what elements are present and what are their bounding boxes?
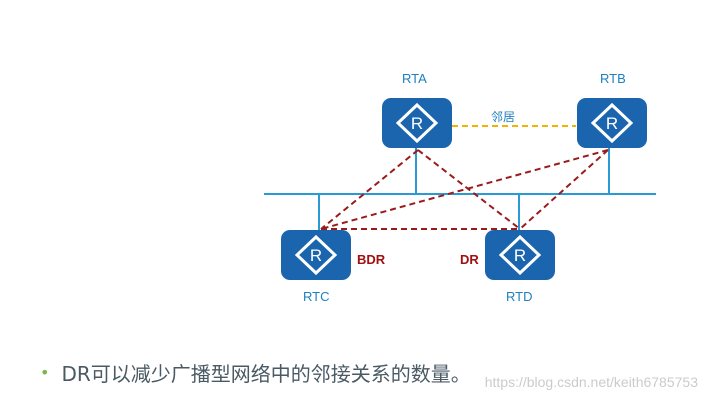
adjacency-rtb-rtc	[320, 149, 609, 230]
svg-text:R: R	[514, 246, 526, 265]
router-rtd-icon: R	[485, 230, 555, 280]
adjacency-rta-rtd	[417, 149, 521, 230]
router-rtb-label: RTB	[600, 71, 626, 86]
router-rtc-label: RTC	[303, 289, 330, 304]
adjacency-rta-rtc	[320, 149, 419, 230]
watermark: https://blog.csdn.net/keith6785753	[484, 374, 698, 390]
svg-text:R: R	[310, 246, 322, 265]
router-rta-label: RTA	[402, 71, 427, 86]
neighbor-label: 邻居	[491, 110, 516, 124]
router-rta-icon: R	[382, 98, 452, 148]
router-rtc-icon: R	[281, 230, 351, 280]
router-rtd-label: RTD	[506, 289, 533, 304]
rtc-role-bdr: BDR	[357, 252, 386, 267]
svg-text:R: R	[411, 114, 423, 133]
svg-text:R: R	[606, 114, 618, 133]
bullet-dot-icon: •	[40, 363, 50, 382]
bullet-item: • DR可以减少广播型网络中的邻接关系的数量。	[40, 358, 471, 387]
rtd-role-dr: DR	[460, 252, 479, 267]
router-rtb-icon: R	[577, 98, 647, 148]
bullet-text: DR可以减少广播型网络中的邻接关系的数量。	[61, 362, 471, 386]
